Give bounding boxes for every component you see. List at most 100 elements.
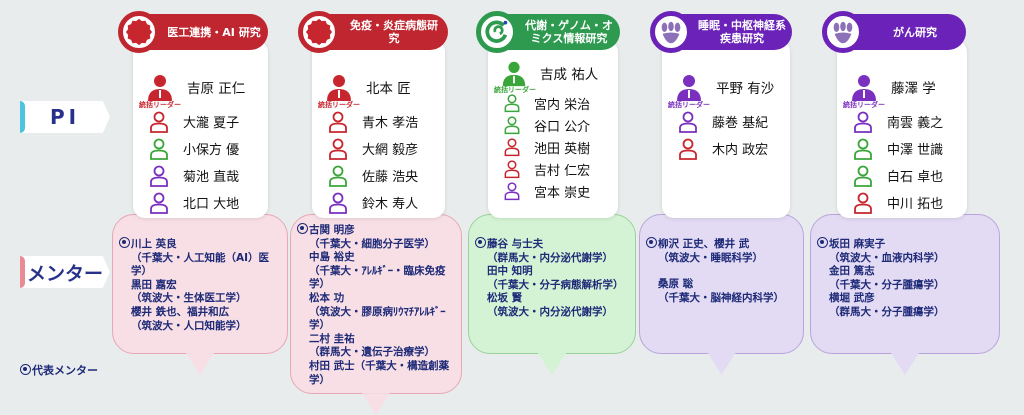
leader-badge: 統括リーダー (494, 86, 536, 94)
section-header: がん研究 (822, 11, 966, 53)
bubble-tail (186, 353, 214, 375)
mentor-bubble: 古関 明彦（千葉大・細胞分子医学）中島 裕史（千葉大・ｱﾚﾙｷﾞｰ・臨床免疫学）… (290, 214, 462, 415)
mentor-affiliation: （筑波大・睡眠科学） (658, 251, 763, 264)
pi-name: 菊池 直哉 (183, 170, 240, 185)
mentor-affiliation: （千葉大・分子病態解析学） (487, 278, 624, 291)
mentor-name: 藤谷 与士夫 (475, 237, 625, 252)
section-title: 代謝・ゲノム・オミクス情報研究 (525, 19, 613, 45)
pi-name: 北口 大地 (183, 197, 240, 212)
person-icon (676, 137, 700, 161)
mentor-name: 川上 英良 (119, 237, 277, 252)
legend: 代表メンター (20, 362, 98, 378)
pi-member: 藤巻 基紀 (662, 108, 790, 135)
mentor-bubble: 藤谷 与士夫（群馬大・内分泌代謝学）田中 知明（千葉大・分子病態解析学）松坂 賢… (468, 214, 636, 375)
representative-mark-icon (475, 237, 486, 248)
pi-member: 谷口 公介 (488, 114, 618, 136)
person-icon: 統括リーダー (318, 72, 360, 109)
paulownia-crest-icon (650, 11, 692, 53)
person-icon (502, 181, 522, 201)
pi-member: 中澤 世識 (837, 135, 967, 162)
pi-member: 小保方 優 (133, 135, 268, 162)
person-icon (326, 110, 350, 134)
leader-badge: 統括リーダー (843, 101, 885, 109)
pi-member: 中川 拓也 (837, 189, 967, 216)
pi-name: 吉原 正仁 (187, 81, 246, 97)
pi-card: 統括リーダー平野 有沙藤巻 基紀木内 政宏 (662, 40, 790, 218)
person-icon (676, 110, 700, 134)
pi-name: 北本 匠 (366, 81, 411, 97)
pi-name: 南雲 義之 (887, 116, 944, 131)
pi-name: 吉成 祐人 (540, 67, 599, 83)
bubble-tail (707, 353, 736, 375)
pi-member: 大瀧 夏子 (133, 108, 268, 135)
pi-name: 大瀧 夏子 (183, 116, 240, 131)
mentor-bubble: 坂田 麻実子（筑波大・血液内科学）金田 篤志（千葉大・分子腫瘍学）横堀 武彦（群… (810, 214, 1000, 375)
representative-mark-icon (20, 364, 31, 375)
mentor-affiliation: （千葉大・脳神経内科学） (658, 291, 784, 304)
person-icon (326, 191, 350, 215)
mentor-label-text: メンター (26, 262, 103, 285)
section-header: 免疫・炎症病態研究 (298, 11, 448, 53)
pi-member: 宮本 崇史 (488, 180, 618, 202)
person-icon (851, 110, 875, 134)
section-title: 医工連携・AI 研究 (167, 25, 261, 39)
person-icon (147, 191, 171, 215)
mentor-affiliation: （群馬大・内分泌代謝学） (487, 251, 613, 264)
bubble-tail (891, 353, 919, 375)
mentor-name (646, 265, 793, 278)
mentor-name: 櫻井 鉄也、福井和広 (131, 305, 230, 318)
pi-leader: 統括リーダー藤澤 学 (837, 66, 967, 109)
pi-name: 青木 孝浩 (362, 116, 419, 131)
person-icon (147, 137, 171, 161)
mentor-affiliation: （筑波大・人口知能学） (131, 319, 247, 332)
pi-member: 青木 孝浩 (312, 108, 445, 135)
pi-member: 吉村 仁宏 (488, 158, 618, 180)
mentor-affiliation: （千葉大・細胞分子医学） (309, 237, 435, 250)
mentor-name: 村田 武士（千葉大・構造創薬学） (309, 359, 450, 386)
pi-member: 宮内 栄治 (488, 92, 618, 114)
pi-leader: 統括リーダー吉成 祐人 (488, 54, 618, 94)
person-icon (502, 93, 522, 113)
pi-leader: 統括リーダー平野 有沙 (662, 66, 790, 109)
person-icon: 統括リーダー (668, 72, 710, 109)
mentor-name: 田中 知明 (487, 265, 533, 278)
person-icon: 統括リーダー (139, 72, 181, 109)
pi-member: 菊池 直哉 (133, 162, 268, 189)
mentor-name: 桑原 聡 (658, 278, 694, 291)
mentor-name: 古関 明彦 (297, 223, 451, 238)
mentor-name: 中島 裕史 (309, 251, 355, 264)
pi-leader: 統括リーダー吉原 正仁 (133, 66, 268, 109)
pi-name: 中川 拓也 (887, 197, 944, 212)
mentor-bubble: 柳沢 正史、櫻井 武（筑波大・睡眠科学）桑原 聡（千葉大・脳神経内科学） (639, 214, 804, 375)
representative-mark-icon (119, 237, 130, 248)
mentor-label: メンター (20, 256, 110, 288)
pi-name: 藤澤 学 (891, 81, 936, 97)
pi-name: 池田 英樹 (534, 141, 591, 157)
pi-name: 宮内 栄治 (534, 97, 591, 113)
leader-badge: 統括リーダー (668, 101, 710, 109)
pi-member: 南雲 義之 (837, 108, 967, 135)
pi-card: 統括リーダー吉原 正仁大瀧 夏子小保方 優菊池 直哉北口 大地 (133, 40, 268, 218)
representative-mark-icon (297, 223, 308, 234)
section-title: 睡眠・中枢神経系疾患研究 (698, 19, 786, 45)
pi-member: 池田 英樹 (488, 136, 618, 158)
bubble-tail (362, 393, 390, 415)
pi-name: 谷口 公介 (534, 119, 591, 135)
mentor-affiliation: （群馬大・分子腫瘍学） (829, 305, 945, 318)
pi-member: 木内 政宏 (662, 135, 790, 162)
section-header: 代謝・ゲノム・オミクス情報研究 (476, 11, 620, 53)
person-icon (851, 191, 875, 215)
paulownia-crest-icon (822, 11, 864, 53)
mentor-affiliation: （千葉大・分子腫瘍学） (829, 278, 945, 291)
pi-name: 宮本 崇史 (534, 185, 591, 201)
pi-name: 吉村 仁宏 (534, 163, 591, 179)
pi-member: 白石 卓也 (837, 162, 967, 189)
person-icon (147, 164, 171, 188)
person-icon (326, 137, 350, 161)
pi-name: 木内 政宏 (712, 143, 769, 158)
legend-text: 代表メンター (32, 364, 98, 377)
mentor-affiliation: （群馬大・遺伝子治療学） (309, 346, 435, 359)
leader-badge: 統括リーダー (318, 101, 360, 109)
pi-name: 中澤 世識 (887, 143, 944, 158)
person-icon: 統括リーダー (843, 72, 885, 109)
